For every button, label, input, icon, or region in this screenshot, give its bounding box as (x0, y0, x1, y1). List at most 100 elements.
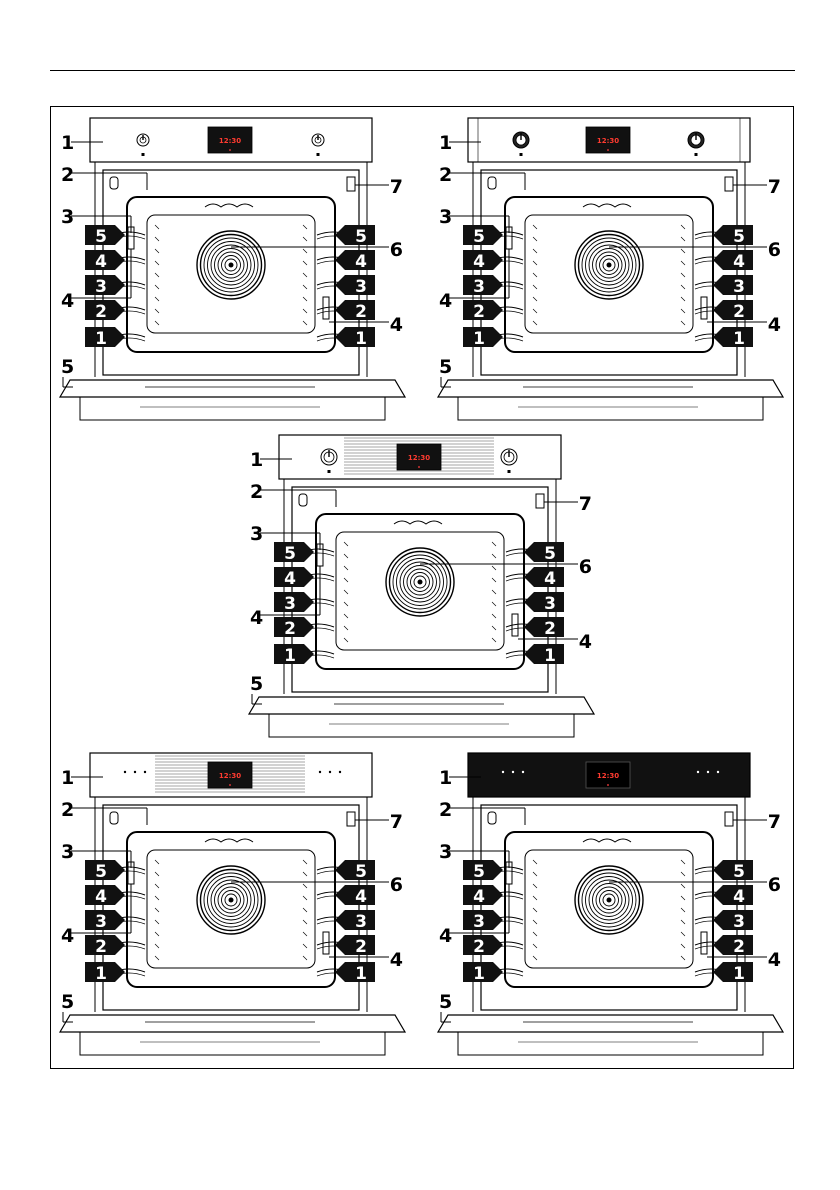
callout-6: 6 (768, 874, 781, 896)
door-latch (109, 811, 119, 825)
vent-slot (154, 272, 160, 278)
shelf-level-number: 2 (733, 937, 745, 957)
vent-slot (154, 320, 160, 326)
shelf-arrow-right (335, 910, 375, 930)
shelf-level-number: 2 (544, 619, 556, 639)
clock-display (585, 761, 631, 789)
vent-slot (154, 895, 160, 901)
vent-slot (680, 883, 686, 889)
control-panel: 12:30 (467, 117, 751, 163)
callout-4-left: 4 (61, 925, 74, 947)
vent-slot (491, 565, 497, 571)
vent-slot (680, 272, 686, 278)
vent-slot (532, 871, 538, 877)
vent-slot (532, 859, 538, 865)
callout-4-left: 4 (439, 290, 452, 312)
control-panel: 12:30 (278, 434, 562, 480)
fan-ring (406, 568, 434, 596)
vent-slot (154, 871, 160, 877)
vent-slot (343, 613, 349, 619)
rail-clip (322, 296, 330, 320)
knob-symbol (507, 470, 511, 473)
callout-2: 2 (439, 164, 452, 186)
vent-slot (302, 284, 308, 290)
shelf-level-number: 2 (355, 302, 367, 322)
display-dot (418, 466, 420, 468)
fan-ring (224, 258, 238, 272)
fan-ring (214, 883, 248, 917)
shelf-level-number: 1 (473, 329, 485, 349)
fan-ring (577, 868, 641, 932)
shelf-level-number: 4 (473, 252, 485, 272)
shelf-level-number: 1 (95, 964, 107, 984)
vent-slot (680, 931, 686, 937)
display-dot (607, 149, 609, 151)
shelf-arrow-right (524, 592, 564, 612)
display-dot (229, 784, 231, 786)
clock-display (207, 761, 253, 789)
oven-lamp (724, 176, 734, 192)
fan-ring (585, 241, 633, 289)
shelf-level-number: 3 (284, 594, 296, 614)
shelf-level-number: 2 (95, 302, 107, 322)
shelf-level-number: 1 (544, 646, 556, 666)
panel-inset (477, 117, 741, 163)
vent-slot (680, 308, 686, 314)
fan-ring (592, 248, 626, 282)
fan-ring (599, 890, 619, 910)
fan-ring (403, 565, 437, 599)
shelf-arrow-right (713, 860, 753, 880)
figure-frame (50, 106, 794, 1069)
shelf-arrow-left (85, 327, 125, 347)
vent-slot (491, 613, 497, 619)
shelf-arrow-right (335, 885, 375, 905)
vent-slot (491, 589, 497, 595)
shelf-level-number: 5 (733, 862, 745, 882)
back-panel (335, 531, 505, 651)
shelf-arrow-right (713, 935, 753, 955)
shelf-level-number: 1 (355, 964, 367, 984)
vent-slot (532, 296, 538, 302)
fan-ring (396, 558, 444, 606)
display-dot (229, 149, 231, 151)
callout-1: 1 (250, 449, 263, 471)
oven-cabinet (283, 479, 557, 694)
shelf-arrow-right (335, 250, 375, 270)
door-panel (79, 397, 386, 421)
shelf-arrow-right (713, 327, 753, 347)
display-time: 12:30 (219, 137, 241, 145)
shelf-level-number: 2 (284, 619, 296, 639)
callout-3: 3 (250, 523, 263, 545)
fan-ring (588, 879, 630, 921)
shelf-arrow-left (274, 567, 314, 587)
shelf-arrow-left (463, 300, 503, 320)
callout-5: 5 (439, 356, 452, 378)
oven-door (436, 1014, 785, 1056)
vent-slot (343, 553, 349, 559)
callout-4-left: 4 (61, 290, 74, 312)
callout-7: 7 (390, 176, 403, 198)
fan-ring (602, 893, 616, 907)
fan-ring (196, 230, 266, 300)
vent-slot (532, 883, 538, 889)
vent-slot (532, 272, 538, 278)
shelf-level-number: 2 (355, 937, 367, 957)
oven-door (58, 379, 407, 421)
vent-slot (302, 919, 308, 925)
callout-7: 7 (579, 493, 592, 515)
shelf-arrow-right (713, 910, 753, 930)
shelf-level-number: 4 (95, 887, 107, 907)
shelf-arrow-left (463, 327, 503, 347)
header-rule (50, 70, 795, 71)
callout-1: 1 (439, 767, 452, 789)
shelf-level-number: 4 (544, 569, 556, 589)
back-panel (524, 214, 694, 334)
door-panel (457, 397, 764, 421)
shelf-arrow-right (524, 567, 564, 587)
vent-slot (302, 320, 308, 326)
vent-slot (491, 553, 497, 559)
shelf-level-number: 2 (473, 937, 485, 957)
